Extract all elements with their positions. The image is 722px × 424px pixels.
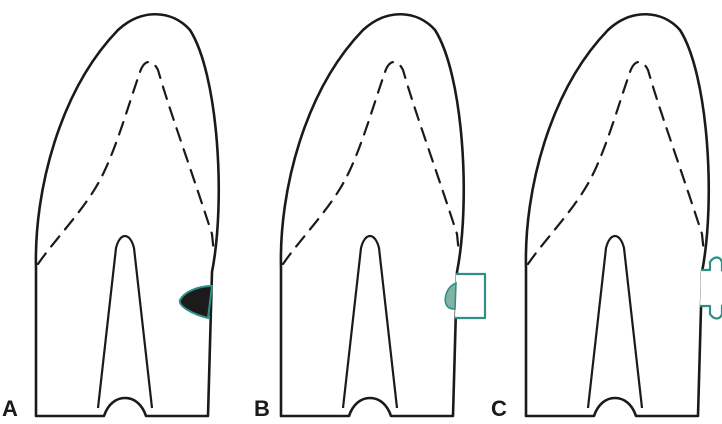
tooth-panel-b [281,14,485,416]
cavity-preparation-b [455,274,485,318]
panel-label-b: B [254,396,270,422]
residual-caries-b [445,283,456,309]
panel-label-a: A [2,396,18,422]
caries-lesion-a [180,286,212,318]
tooth-panel-a [36,14,219,416]
panel-label-c: C [491,396,507,422]
tooth-panel-c [526,14,722,416]
